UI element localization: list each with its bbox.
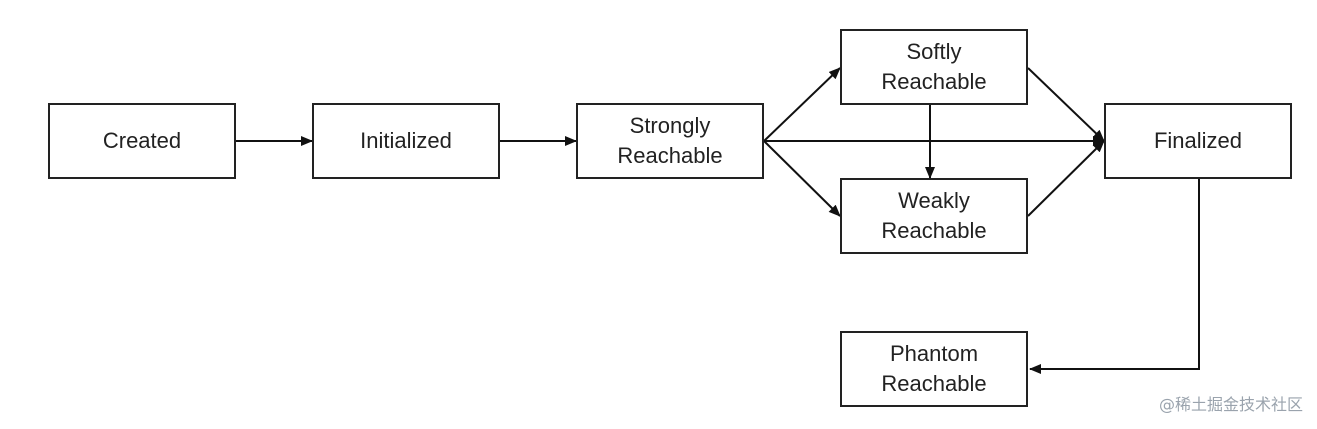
- node-softly-reachable: Softly Reachable: [840, 29, 1028, 105]
- watermark: @稀土掘金技术社区: [1158, 395, 1303, 414]
- edge-finalized-phantom: [1029, 179, 1200, 374]
- node-finalized: Finalized: [1104, 103, 1292, 179]
- node-created: Created: [48, 103, 236, 179]
- node-strongly-reachable: Strongly Reachable: [576, 103, 764, 179]
- node-initialized: Initialized: [312, 103, 500, 179]
- node-weakly-reachable: Weakly Reachable: [840, 178, 1028, 254]
- node-phantom-reachable: Phantom Reachable: [840, 331, 1028, 407]
- edge-strongly-weakly: [763, 140, 841, 217]
- edge-strongly-softly: [763, 67, 841, 142]
- edge-weakly-finalized: [1027, 140, 1105, 217]
- edge-softly-finalized: [1027, 67, 1105, 142]
